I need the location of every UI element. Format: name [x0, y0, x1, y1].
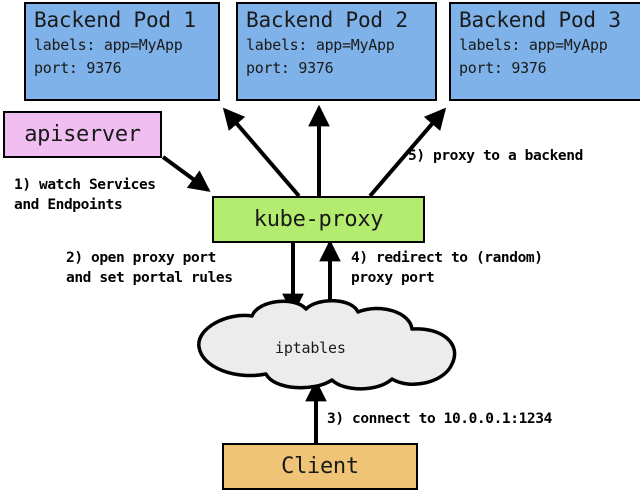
pod2-port: port: 9376	[246, 59, 334, 77]
node-iptables-label: iptables	[275, 339, 346, 357]
node-backend-pod-1[interactable]: Backend Pod 1 labels: app=MyApp port: 93…	[24, 2, 220, 101]
edge-label-step-3: 3) connect to 10.0.0.1:1234	[327, 411, 552, 427]
kube-proxy-label: kube-proxy	[253, 207, 384, 232]
client-label: Client	[281, 454, 359, 479]
apiserver-label: apiserver	[24, 122, 141, 147]
edge-label-step-5: 5) proxy to a backend	[408, 148, 583, 164]
pod1-labels: labels: app=MyApp	[34, 36, 183, 54]
node-kube-proxy[interactable]: kube-proxy	[212, 196, 425, 243]
pod3-labels: labels: app=MyApp	[459, 36, 608, 54]
pod3-title: Backend Pod 3	[459, 8, 621, 32]
node-client[interactable]: Client	[222, 443, 418, 490]
edge-label-step-1: 1) watch Services and Endpoints	[14, 177, 156, 213]
node-backend-pod-3[interactable]: Backend Pod 3 labels: app=MyApp port: 93…	[449, 2, 640, 101]
pod1-title: Backend Pod 1	[34, 8, 196, 32]
node-apiserver[interactable]: apiserver	[3, 111, 162, 158]
pod3-port: port: 9376	[459, 59, 547, 77]
pod2-labels: labels: app=MyApp	[246, 36, 395, 54]
edge-label-step-4: 4) redirect to (random) proxy port	[351, 250, 543, 286]
edge-apiserver-to-kubeproxy	[161, 155, 211, 192]
edge-kubeproxy-to-pod1	[222, 107, 301, 198]
pod1-port: port: 9376	[34, 59, 122, 77]
edge-label-step-2: 2) open proxy port and set portal rules	[66, 250, 233, 286]
pod2-title: Backend Pod 2	[246, 8, 408, 32]
node-backend-pod-2[interactable]: Backend Pod 2 labels: app=MyApp port: 93…	[236, 2, 437, 101]
